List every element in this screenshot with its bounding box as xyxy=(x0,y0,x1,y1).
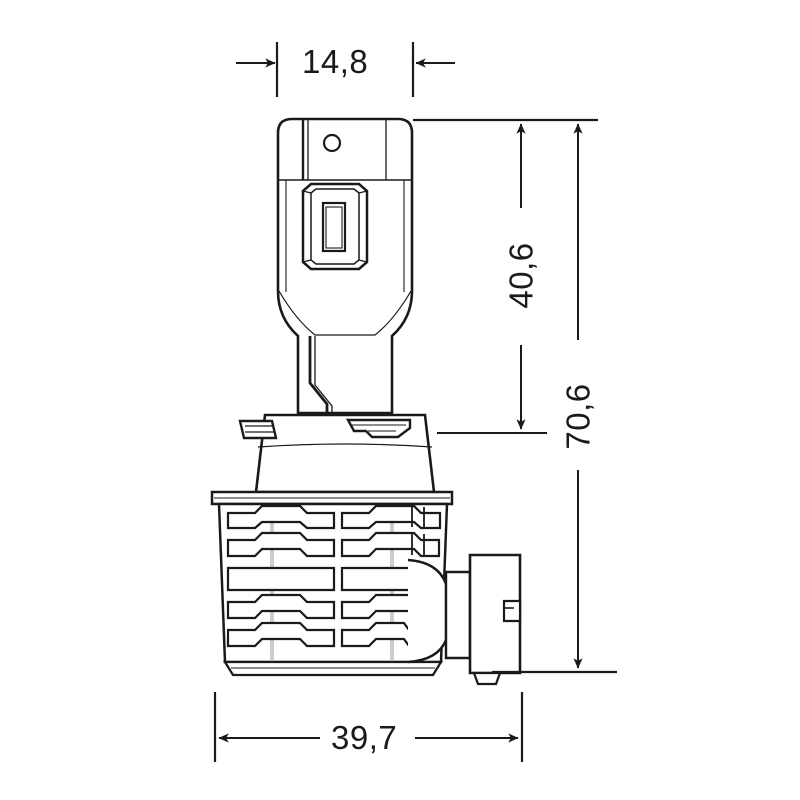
locking-tab-right xyxy=(345,418,412,439)
led-emitter-chip xyxy=(301,182,369,271)
power-connector xyxy=(407,553,522,686)
routing-wire xyxy=(308,336,333,414)
dimension-label-height-emitter: 40,6 xyxy=(502,242,540,309)
dimension-label-height-overall: 70,6 xyxy=(559,383,597,450)
dimension-label-width-overall: 39,7 xyxy=(331,719,398,756)
heatsink-body xyxy=(217,502,449,677)
dimension-width-top xyxy=(236,42,455,97)
dimension-width-overall xyxy=(213,692,524,762)
vent-hole xyxy=(322,133,342,153)
dimension-reference-lines xyxy=(413,118,617,674)
locking-tab-left xyxy=(238,419,278,440)
dimension-label-width-top: 14,8 xyxy=(302,43,369,80)
